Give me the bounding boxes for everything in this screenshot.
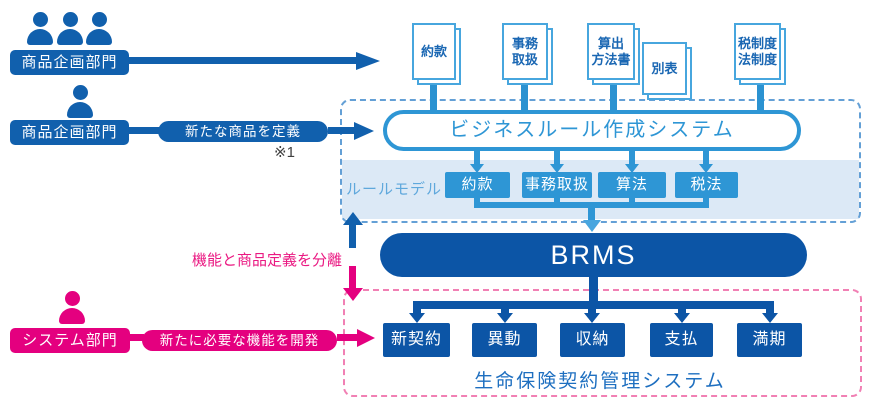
define-product-pill: 新たな商品を定義 [158,121,328,142]
admin-system-dashed-box [343,289,862,397]
arrow-shaft [703,151,709,165]
person-head [64,291,80,306]
arrow-down-icon [762,313,778,323]
document-label: 法制度 [737,51,777,67]
arrow-down-icon [470,164,484,173]
separation-label: 機能と商品定義を分離 [191,252,342,269]
develop-function-pill: 新たに必要な機能を開発 [142,330,337,351]
document-icon-sanshutsu-hohosho: 算出 方法書 [587,23,640,85]
arrow-shaft [474,151,480,165]
function-box: 異動 [472,323,537,357]
planning-single-label: 商品企画部門 [10,120,129,145]
person-icon [86,12,112,45]
person-torso [86,29,112,45]
document-front-page: 約款 [412,23,456,80]
note-asterisk-1: ※1 [274,144,295,161]
arrow-right-icon [354,122,374,140]
document-label: 事務 [511,35,538,51]
arrow-down-icon [583,220,601,232]
rule-creation-system-title: ビジネスルール作成システム [449,119,735,141]
document-label: 別表 [651,60,678,76]
rule-model-box: 事務取扱 [522,172,592,198]
brms-label: BRMS [550,240,637,270]
arrow-down-icon [584,313,600,323]
function-stub [588,307,596,314]
arrow-shaft [349,224,356,248]
rule-model-box: 約款 [445,172,510,198]
document-front-page: 別表 [642,42,687,95]
system-dept-label: システム部門 [10,328,130,353]
document-label: 取扱 [511,51,538,67]
person-torso [59,308,85,324]
arrow-down-icon [409,313,425,323]
arrow-right-icon [357,329,375,347]
function-box: 収納 [560,323,625,357]
doc-connector [610,75,617,113]
arrow-shaft [337,334,358,341]
person-icon [27,12,53,45]
function-box: 支払 [650,323,713,357]
person-torso [27,29,53,45]
doc-connector [430,75,437,113]
person-torso [67,102,93,118]
person-head [62,12,78,27]
arrow-down-icon [343,288,363,301]
arrow-shaft [129,57,357,64]
arrow-down-icon [699,164,713,173]
document-icon-zeiseido: 税制度 法制度 [734,23,786,85]
document-icon-yakkan: 約款 [412,23,461,85]
document-label: 算出 [597,35,624,51]
merge-drop [588,208,595,221]
document-icon-jimu-toriatsukai: 事務 取扱 [502,23,553,85]
rule-model-box: 税法 [675,172,738,198]
person-head [72,85,88,100]
rule-model-box: 算法 [598,172,666,198]
planning-group-label: 商品企画部門 [10,50,129,75]
document-front-page: 税制度 法制度 [734,23,781,80]
person-icon [67,85,93,118]
person-icon [57,12,83,45]
arrow-shaft [328,127,355,134]
connector-line [130,334,144,341]
person-head [32,12,48,27]
admin-system-title: 生命保険契約管理システム [474,371,726,392]
arrow-shaft [349,266,356,289]
function-stub [678,307,686,314]
person-icon [59,291,85,324]
connector-line [129,127,160,134]
rule-model-band-label: ルールモデル [346,181,443,198]
arrow-up-icon [343,212,363,225]
doc-connector [757,78,764,113]
function-stub [501,307,509,314]
arrow-shaft [554,151,560,165]
document-front-page: 事務 取扱 [502,23,548,80]
brms-drop [589,277,598,307]
function-bus [413,301,774,309]
document-icon-beppyo: 別表 [642,42,692,100]
arrow-down-icon [550,164,564,173]
arrow-down-icon [674,313,690,323]
person-torso [57,29,83,45]
function-box: 新契約 [383,323,450,357]
document-label: 税制度 [737,35,777,51]
arrow-down-icon [497,313,513,323]
brms-pill: BRMS [380,233,807,277]
document-label: 約款 [420,43,447,59]
arrow-right-icon [356,52,380,70]
function-stub [766,307,774,314]
rule-creation-system-pill: ビジネスルール作成システム [383,110,801,151]
merge-bus [474,202,709,208]
document-front-page: 算出 方法書 [587,23,635,80]
document-label: 方法書 [591,51,631,67]
arrow-shaft [629,151,635,165]
function-box: 満期 [737,323,802,357]
arrow-down-icon [625,164,639,173]
person-head [91,12,107,27]
function-stub [413,307,421,314]
doc-connector [521,75,528,113]
